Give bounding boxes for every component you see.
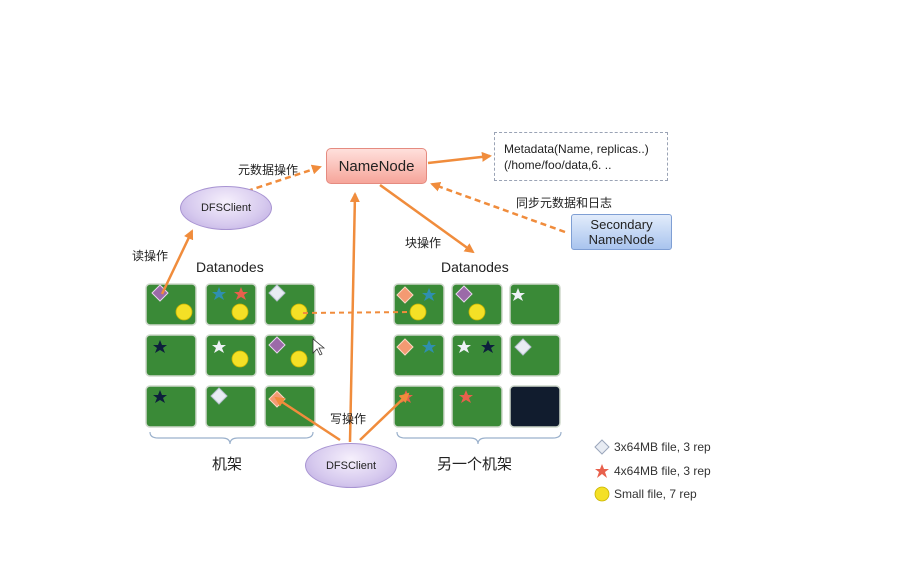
- circle-icon: [468, 303, 486, 321]
- rack-2-title: Datanodes: [441, 259, 509, 275]
- star-icon: [481, 340, 495, 353]
- legend-text: 4x64MB file, 3 rep: [614, 464, 711, 478]
- datanode: [145, 334, 197, 377]
- namenode-to-metadata-arrow: [427, 151, 492, 165]
- block-op-arrow: [379, 183, 475, 254]
- datanode: [145, 385, 197, 428]
- datanode: [509, 334, 561, 377]
- circle-icon: [175, 303, 193, 321]
- rack-2-brace: [396, 431, 562, 445]
- datanode: [205, 385, 257, 428]
- star-icon: [234, 287, 248, 300]
- legend-item-circle: Small file, 7 rep: [592, 486, 697, 502]
- star-icon: [212, 287, 226, 300]
- dfsclient-bottom-label: DFSClient: [325, 459, 377, 472]
- sync-metadata-arrow: [430, 182, 566, 234]
- star-icon: [422, 288, 436, 301]
- write-op-to-rack2-arrow: [359, 392, 410, 441]
- circle-icon: [231, 303, 249, 321]
- diamond-icon: [210, 387, 228, 405]
- rack-1-brace: [149, 431, 314, 445]
- star-icon: [457, 340, 471, 353]
- dfsclient-top-label: DFSClient: [200, 202, 252, 214]
- write-op-to-rack1-arrow: [274, 396, 341, 442]
- metadata-op-arrow: [246, 164, 322, 193]
- cursor-icon: [312, 338, 326, 356]
- rack-2-caption: 另一个机架: [437, 456, 513, 473]
- read-op-arrow: [160, 229, 194, 295]
- read-op-label: 读操作: [132, 249, 169, 263]
- dfsclient-bottom: DFSClient: [305, 443, 397, 488]
- secondary-namenode-box: Secondary NameNode: [571, 214, 672, 250]
- legend-item-diamond: 3x64MB file, 3 rep: [592, 439, 711, 455]
- legend-text: Small file, 7 rep: [614, 487, 697, 501]
- star-icon: [422, 340, 436, 353]
- diamond-icon: [514, 338, 532, 356]
- metadata-op-label: 元数据操作: [238, 163, 299, 177]
- datanode: [205, 334, 257, 377]
- namenode-box: NameNode: [326, 148, 427, 184]
- namenode-label: NameNode: [338, 157, 415, 175]
- legend-text: 3x64MB file, 3 rep: [614, 440, 711, 454]
- datanode: [393, 385, 445, 428]
- datanode: [393, 334, 445, 377]
- circle-icon: [231, 350, 249, 368]
- sync-metadata-log-label: 同步元数据和日志: [516, 196, 613, 210]
- datanode: [205, 283, 257, 326]
- star-icon: [212, 340, 226, 353]
- diamond-icon: [592, 439, 612, 455]
- block-symbols: [151, 284, 532, 408]
- star-icon: [153, 340, 167, 353]
- rack-1-title: Datanodes: [196, 259, 264, 275]
- metadata-line-1: Metadata(Name, replicas..): [504, 141, 649, 156]
- block-op-label: 块操作: [405, 236, 442, 250]
- diamond-icon: [396, 286, 414, 304]
- write-op-label: 写操作: [330, 412, 367, 426]
- datanode-dead: [509, 385, 561, 428]
- star-icon: [592, 463, 612, 479]
- diamond-icon: [455, 285, 473, 303]
- star-icon: [153, 390, 167, 403]
- metadata-note: Metadata(Name, replicas..) (/home/foo/da…: [494, 132, 668, 181]
- diamond-icon: [396, 338, 414, 356]
- star-icon: [511, 288, 525, 301]
- circle-icon: [592, 486, 612, 502]
- circle-icon: [409, 303, 427, 321]
- secondary-namenode-line-1: Secondary: [590, 217, 653, 232]
- write-op-to-namenode-arrow: [348, 192, 360, 443]
- metadata-line-2: (/home/foo/data,6. ..: [504, 157, 612, 172]
- rack-1-caption: 机架: [212, 456, 243, 473]
- dfsclient-top: DFSClient: [180, 186, 272, 230]
- datanode: [451, 385, 503, 428]
- diamond-icon: [268, 336, 286, 354]
- circle-icon: [290, 350, 308, 368]
- secondary-namenode-line-2: NameNode: [588, 232, 655, 247]
- star-icon: [459, 390, 473, 403]
- diamond-icon: [268, 284, 286, 302]
- datanode: [451, 334, 503, 377]
- arrows: [160, 151, 566, 443]
- replication-arrow: [302, 311, 411, 314]
- legend-item-star: 4x64MB file, 3 rep: [592, 463, 711, 479]
